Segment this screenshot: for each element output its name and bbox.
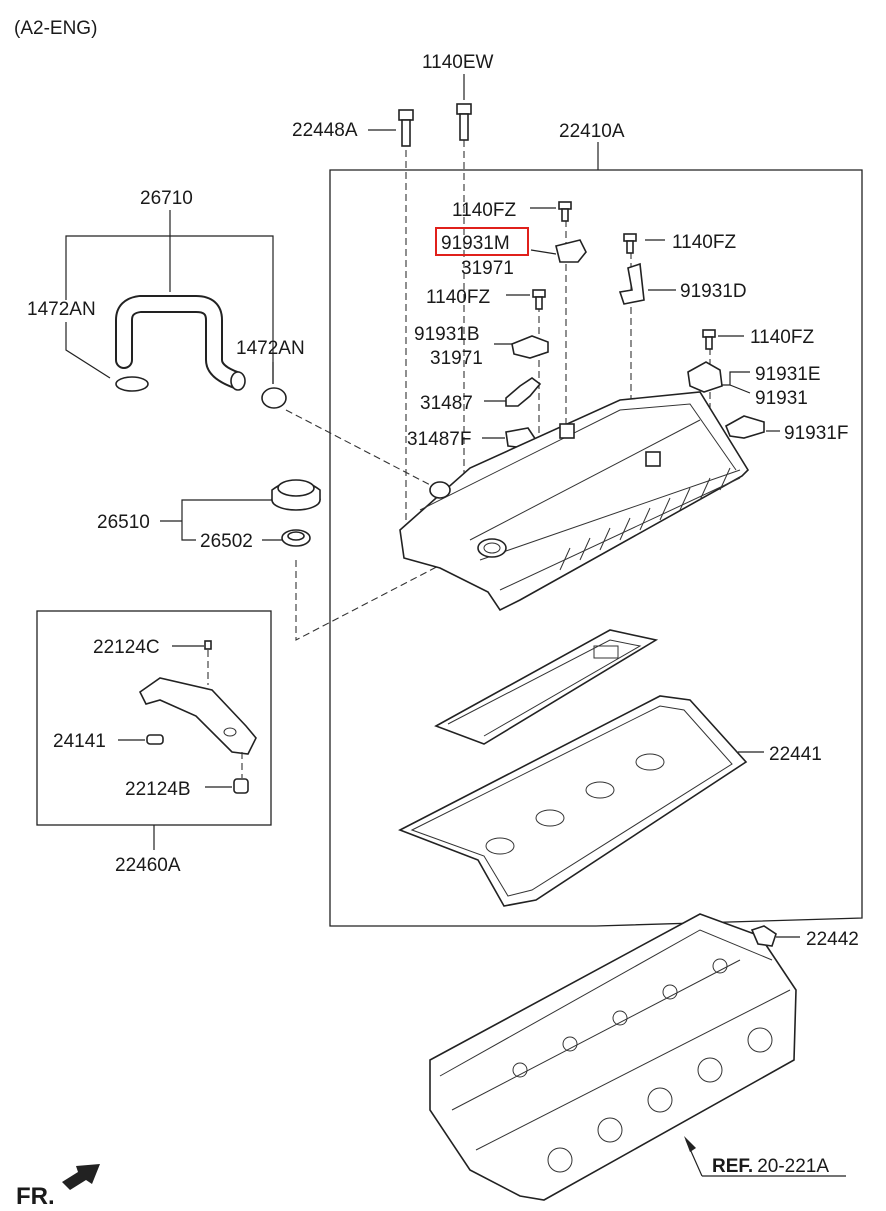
part-labels: 1140EW 22448A 22410A 26710 1472AN 1472AN… [27,52,859,950]
reference-label[interactable]: REF.20-221A [712,1156,829,1177]
label-91931f[interactable]: 91931F [784,423,848,444]
hose-clamp-icon [115,376,287,409]
label-31971-b[interactable]: 31971 [430,348,483,369]
label-22124c[interactable]: 22124C [93,637,160,658]
label-22442[interactable]: 22442 [806,929,859,950]
label-1140fz-2[interactable]: 1140FZ [672,232,736,253]
highlight-frame [435,227,529,256]
label-91931e[interactable]: 91931E [755,364,821,385]
label-1140fz-1[interactable]: 1140FZ [452,200,516,221]
label-31487[interactable]: 31487 [420,393,473,414]
reference-prefix: REF. [712,1156,753,1177]
bolt-1140ew-icon [456,103,472,141]
label-24141[interactable]: 24141 [53,731,106,752]
reference-arrow-icon [684,1136,846,1177]
front-direction-icon [62,1164,100,1190]
label-1472an-right[interactable]: 1472AN [236,338,305,359]
label-1140fz-3[interactable]: 1140FZ [426,287,490,308]
label-91931m[interactable]: 91931M [441,233,510,254]
filler-cap-icon [271,479,321,511]
cover-assembly-frame [329,169,863,927]
label-26510[interactable]: 26510 [97,512,150,533]
bolt-22448a-icon [398,109,414,147]
rocker-cover-icon [399,391,750,612]
label-22460a[interactable]: 22460A [115,855,181,876]
label-31487f[interactable]: 31487F [407,429,471,450]
label-22124b[interactable]: 22124B [125,779,191,800]
label-1472an-left[interactable]: 1472AN [27,299,96,320]
label-1140fz-4[interactable]: 1140FZ [750,327,814,348]
baffle-plate-icon [434,629,659,745]
breather-hose-icon [115,295,246,391]
baffle-subassy-icon [138,640,257,794]
reference-code: 20-221A [757,1156,829,1177]
cover-gasket-icon [398,695,748,907]
label-26710[interactable]: 26710 [140,188,193,209]
engine-code-header: (A2-ENG) [14,18,97,39]
leader-lines [65,74,800,938]
cylinder-head-icon [429,913,797,1201]
bolt-1140fz-icon [532,201,716,350]
label-22448a[interactable]: 22448A [292,120,358,141]
label-1140ew[interactable]: 1140EW [422,52,494,73]
front-direction-label: FR. [16,1183,55,1210]
bracket-clips-icon [505,239,765,449]
label-26502[interactable]: 26502 [200,531,253,552]
label-31971-a[interactable]: 31971 [461,258,514,279]
label-91931[interactable]: 91931 [755,388,808,409]
label-22441[interactable]: 22441 [769,744,822,765]
label-22410a[interactable]: 22410A [559,121,625,142]
filler-gasket-icon [281,529,311,547]
label-91931b[interactable]: 91931B [414,324,480,345]
label-91931d[interactable]: 91931D [680,281,747,302]
